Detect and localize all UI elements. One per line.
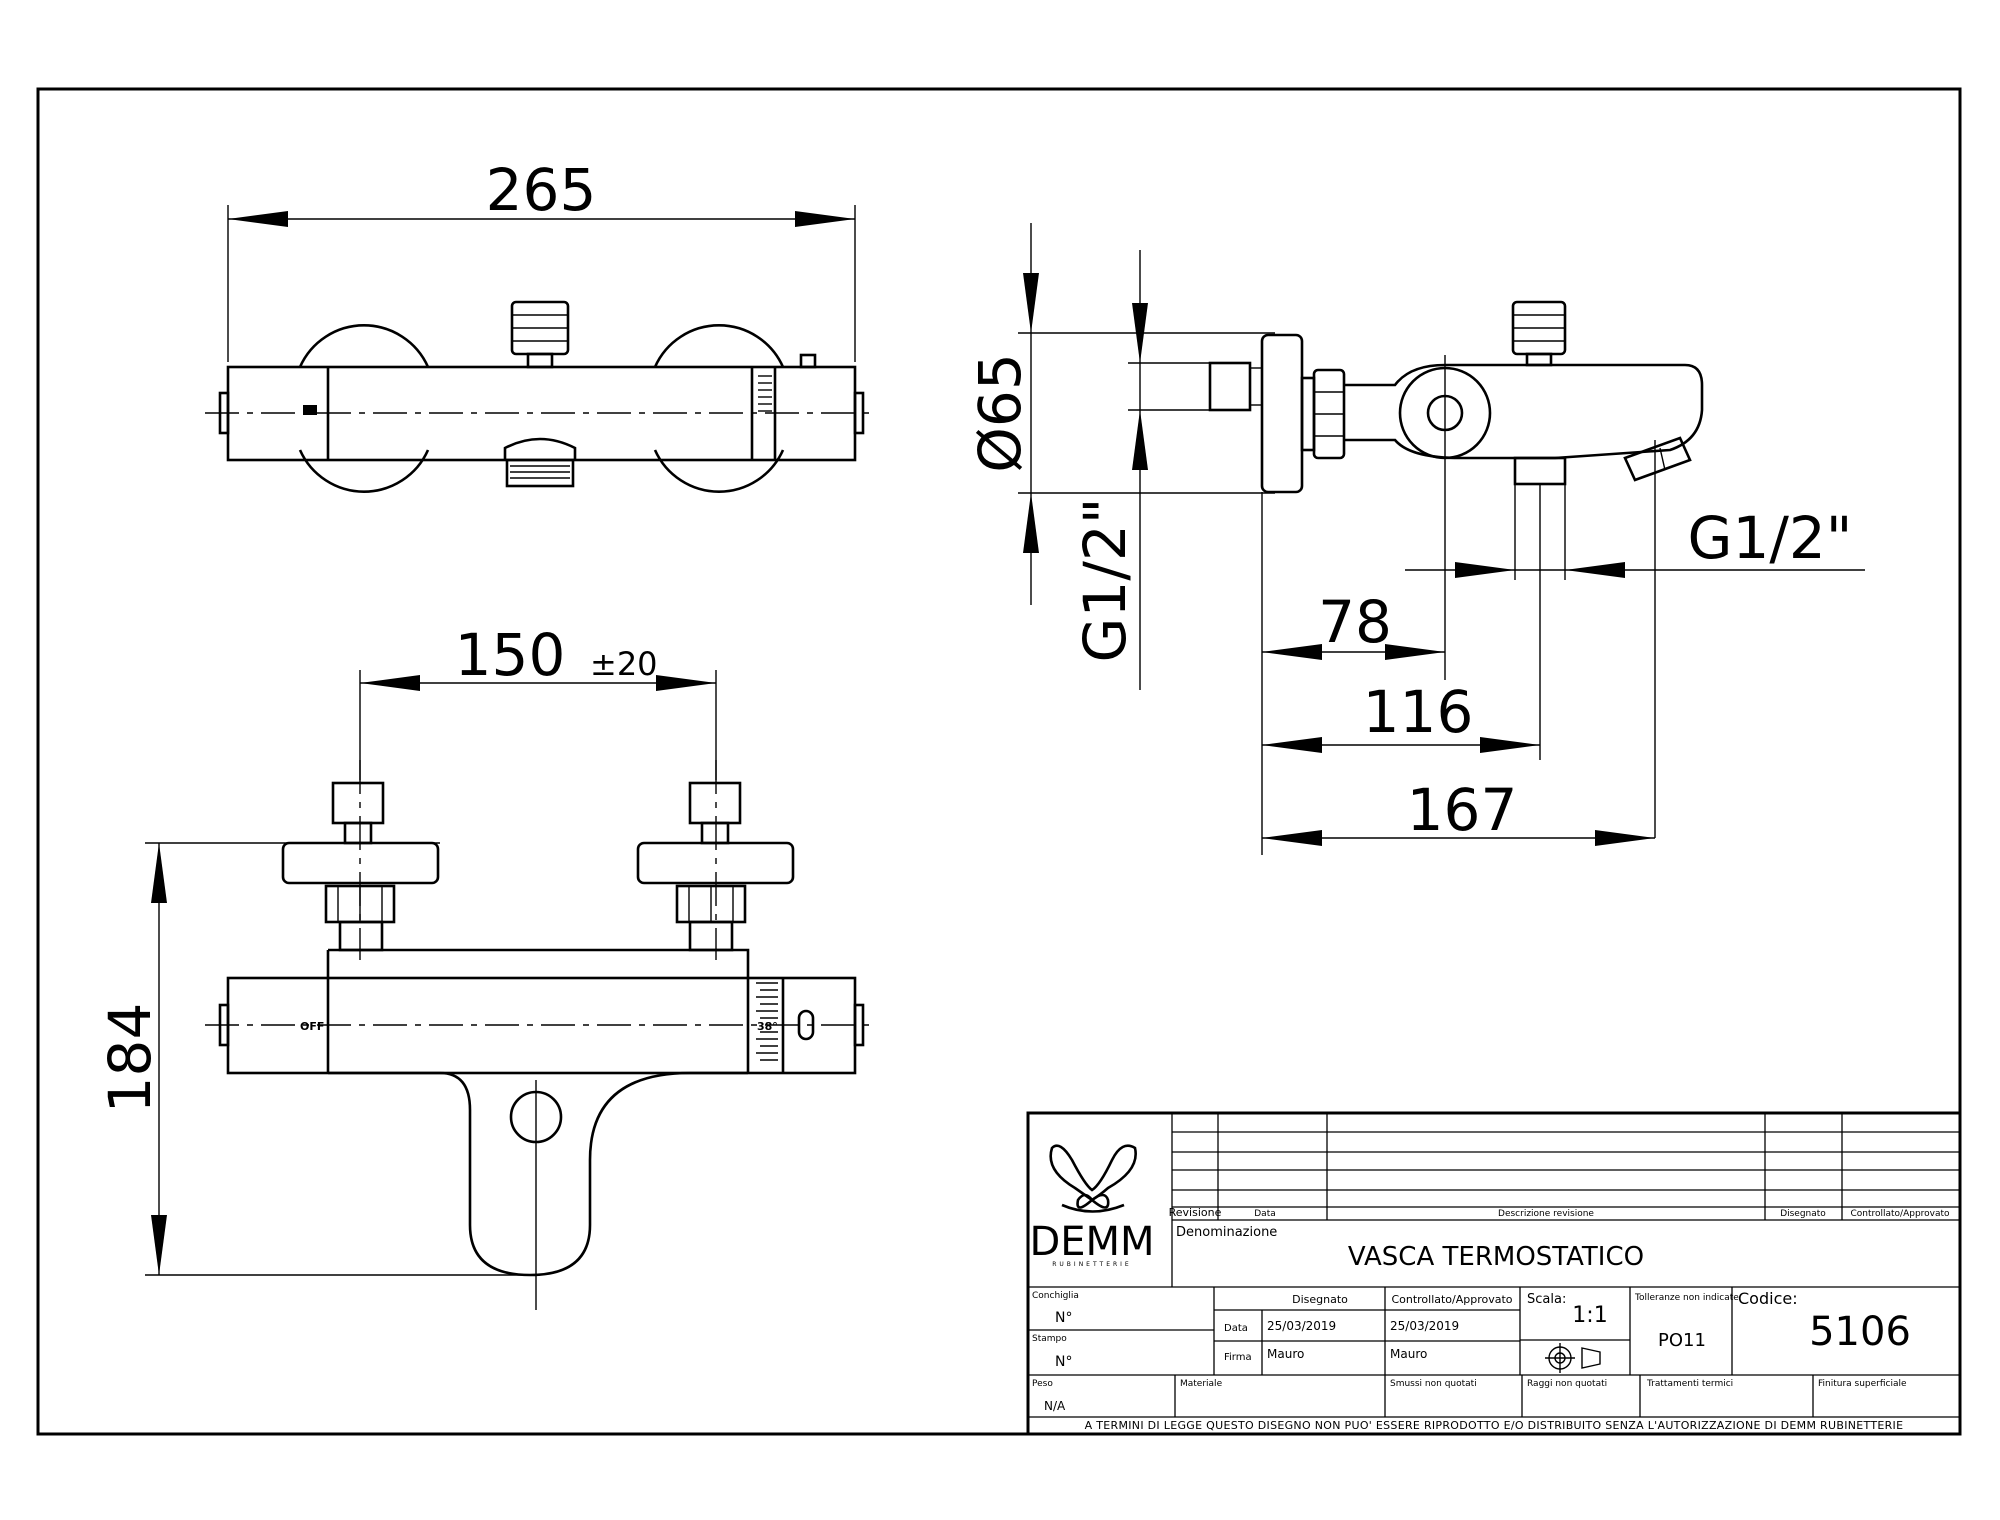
dim-label-265: 265 bbox=[486, 156, 597, 224]
codice-value: 5106 bbox=[1809, 1309, 1911, 1355]
brand-sub: RUBINETTERIE bbox=[1052, 1261, 1131, 1268]
rev-header-descrizione: Descrizione revisione bbox=[1498, 1209, 1594, 1219]
title-block: DEMM RUBINETTERIE Revisione Data Descriz… bbox=[1026, 1111, 1962, 1436]
raggi-label: Raggi non quotati bbox=[1527, 1379, 1607, 1389]
firma-label: Firma bbox=[1224, 1352, 1252, 1363]
scala-value: 1:1 bbox=[1572, 1303, 1607, 1328]
stampo-label: Stampo bbox=[1032, 1334, 1067, 1344]
rev-header-disegnato: Disegnato bbox=[1780, 1209, 1826, 1219]
checked-by: Mauro bbox=[1390, 1347, 1427, 1361]
dim-label-167: 167 bbox=[1407, 776, 1518, 844]
brand-name: DEMM bbox=[1029, 1219, 1154, 1265]
demm-logo: DEMM RUBINETTERIE bbox=[1029, 1144, 1155, 1268]
denominazione-value: VASCA TERMOSTATICO bbox=[1348, 1242, 1644, 1272]
dim-label-g12-outlet: G1/2" bbox=[1688, 504, 1853, 572]
mark-off: OFF bbox=[300, 1020, 324, 1033]
peso-label: Peso bbox=[1032, 1379, 1053, 1389]
rev-header-controllato: Controllato/Approvato bbox=[1850, 1209, 1950, 1219]
front-spout bbox=[328, 1071, 748, 1277]
projection-symbol-icon bbox=[1545, 1343, 1601, 1373]
front-view: 150 ±20 184 bbox=[96, 621, 875, 1310]
smussi-label: Smussi non quotati bbox=[1390, 1379, 1477, 1389]
stampo-value: N° bbox=[1055, 1354, 1072, 1370]
data-label: Data bbox=[1224, 1323, 1248, 1334]
dim-label-184: 184 bbox=[96, 1003, 164, 1114]
dim-label-78: 78 bbox=[1318, 588, 1392, 656]
scala-label: Scala: bbox=[1527, 1292, 1566, 1307]
finitura-label: Finitura superficiale bbox=[1818, 1379, 1907, 1389]
tolleranze-label: Tolleranze non indicate bbox=[1634, 1293, 1739, 1303]
conchiglia-label: Conchiglia bbox=[1032, 1291, 1079, 1301]
dim-label-g12-inlet: G1/2" bbox=[1071, 498, 1139, 663]
disegnato-label: Disegnato bbox=[1292, 1293, 1348, 1306]
date-checked: 25/03/2019 bbox=[1390, 1319, 1459, 1333]
side-rosette bbox=[1260, 333, 1304, 494]
date-drawn: 25/03/2019 bbox=[1267, 1319, 1336, 1333]
mark-38: 38° bbox=[757, 1020, 778, 1033]
dim-label-116: 116 bbox=[1363, 678, 1474, 746]
conchiglia-value: N° bbox=[1055, 1310, 1072, 1326]
dim-label-150-tol: ±20 bbox=[590, 645, 658, 683]
peso-value: N/A bbox=[1044, 1399, 1066, 1413]
rev-header-data: Data bbox=[1254, 1209, 1276, 1219]
legal-notice: A TERMINI DI LEGGE QUESTO DISEGNO NON PU… bbox=[1085, 1419, 1904, 1432]
materiale-label: Materiale bbox=[1180, 1379, 1223, 1389]
codice-label: Codice: bbox=[1738, 1289, 1798, 1308]
dim-label-150: 150 bbox=[455, 621, 566, 689]
controllato-label: Controllato/Approvato bbox=[1391, 1293, 1512, 1306]
drawn-by: Mauro bbox=[1267, 1347, 1304, 1361]
side-body bbox=[1344, 363, 1704, 460]
top-view: 265 bbox=[205, 156, 875, 493]
dim-label-d65: Ø65 bbox=[966, 353, 1034, 472]
tolleranze-value: PO11 bbox=[1658, 1330, 1706, 1351]
trattamenti-label: Trattamenti termici bbox=[1646, 1379, 1733, 1389]
sheet-border bbox=[36, 87, 1962, 1436]
rev-header-revisione: Revisione bbox=[1169, 1206, 1222, 1219]
side-view: Ø65 G1/2" bbox=[966, 223, 1865, 855]
denominazione-label: Denominazione bbox=[1176, 1225, 1277, 1240]
